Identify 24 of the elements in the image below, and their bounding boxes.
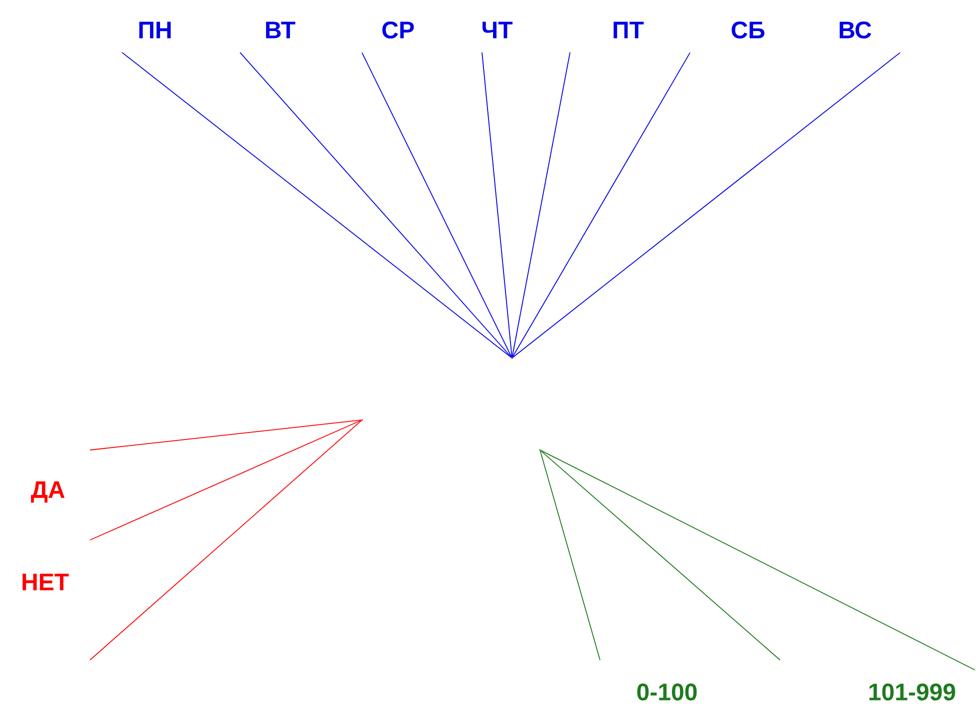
- connector-line: [240, 52, 512, 358]
- option-label: 101-999: [869, 684, 956, 700]
- connector-line: [540, 450, 976, 670]
- day-label: ЧТ: [482, 22, 513, 38]
- day-label: СБ: [732, 22, 764, 38]
- day-label: ПН: [139, 22, 171, 38]
- day-label: ПТ: [614, 22, 644, 38]
- connector-line: [540, 450, 600, 660]
- connector-line: [90, 420, 362, 660]
- day-label: СР: [382, 22, 414, 38]
- connector-line: [512, 52, 570, 358]
- connector-line: [90, 420, 362, 540]
- connector-line: [540, 450, 780, 660]
- connector-line: [512, 52, 690, 358]
- option-label: ДА: [31, 481, 65, 503]
- connector-line: [362, 52, 512, 358]
- connector-line: [482, 52, 512, 358]
- connector-line: [90, 420, 362, 450]
- day-label: ВТ: [266, 22, 296, 38]
- day-label: ВС: [840, 22, 872, 38]
- option-label: 0-100: [637, 684, 697, 700]
- connector-line: [512, 52, 900, 358]
- connector-line: [122, 52, 512, 358]
- option-label: НЕТ: [22, 574, 69, 590]
